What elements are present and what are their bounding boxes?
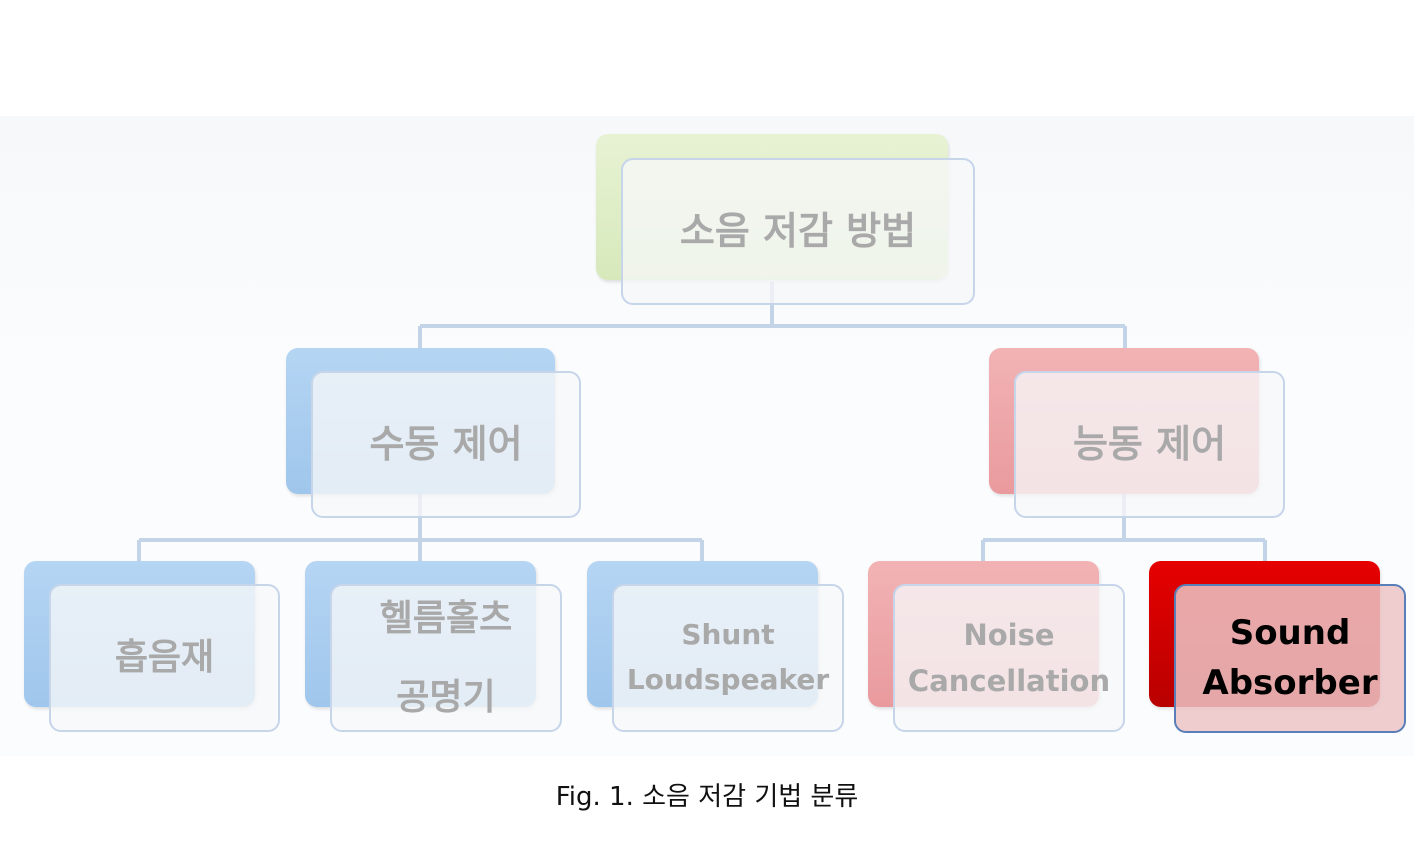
- node-noise-cancellation-label: Noise Cancellation: [907, 617, 1111, 698]
- figure-caption: Fig. 1. 소음 저감 기법 분류: [555, 782, 859, 812]
- node-passive-control-label: 수동 제어: [369, 422, 523, 467]
- node-active-control-label: 능동 제어: [1072, 422, 1227, 467]
- node-root-label: 소음 저감 방법: [679, 209, 917, 254]
- node-sound-absorber-label: Sound Absorber: [1202, 613, 1378, 703]
- node-helmholtz-resonator-label: 헬름홀츠 공명기: [379, 597, 513, 718]
- node-sound-absorbing-material-label: 흡음재: [114, 637, 215, 679]
- node-shunt-loudspeaker-label: Shunt Loudspeaker: [626, 618, 830, 696]
